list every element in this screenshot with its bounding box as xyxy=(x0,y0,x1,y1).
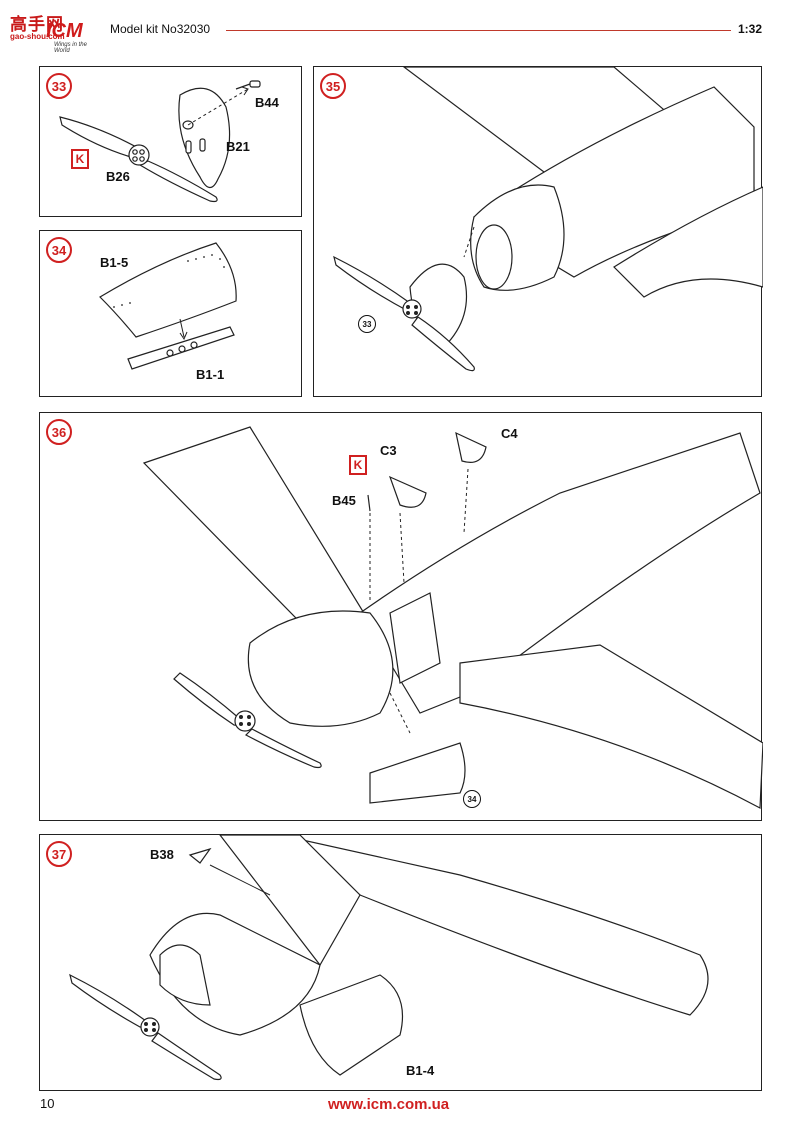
step-36-panel: 36 K C3 C4 B45 34 xyxy=(39,412,763,821)
step-number-badge: 33 xyxy=(46,73,72,99)
step-37-panel: 37 B38 B1-4 xyxy=(39,834,762,1091)
page-number: 10 xyxy=(40,1096,55,1111)
part-label-b1-4: B1-4 xyxy=(406,1063,435,1078)
step-reference-33: 33 xyxy=(358,315,376,333)
part-label-c4: C4 xyxy=(501,426,518,441)
wing-nose-panel-drawing xyxy=(69,835,709,1081)
step-34-panel: 34 B1-5 B1-1 xyxy=(39,230,302,397)
scale-label: 1:32 xyxy=(738,22,763,36)
fuselage-wing-drawing xyxy=(142,426,763,809)
step-number-badge: 36 xyxy=(46,419,72,445)
brand-logo-text: ICM xyxy=(46,20,83,42)
part-label-b1-5: B1-5 xyxy=(100,255,129,270)
k-marker-badge: K xyxy=(71,149,89,169)
step-number-badge: 35 xyxy=(320,73,346,99)
part-label-b1-1: B1-1 xyxy=(196,367,225,382)
step-35-panel: 35 33 xyxy=(313,66,763,397)
part-label-b45: B45 xyxy=(332,493,356,508)
page-header: 高手网 gao-shou.com ICM Wings in the World … xyxy=(0,0,800,60)
part-label-b21: B21 xyxy=(226,139,250,154)
nose-assembly-drawing xyxy=(333,67,763,372)
k-marker-badge: K xyxy=(349,455,367,475)
part-label-b26: B26 xyxy=(106,169,130,184)
footer-url-link[interactable]: www.icm.com.ua xyxy=(328,1096,450,1113)
step-33-panel: 33 B44 B21 B26 K xyxy=(39,66,302,217)
part-label-b38: B38 xyxy=(150,847,174,862)
step-reference-34: 34 xyxy=(463,790,481,808)
header-rule xyxy=(226,30,731,31)
step-number-badge: 34 xyxy=(46,237,72,263)
part-label-c3: C3 xyxy=(380,443,397,458)
propeller-spinner-drawing xyxy=(59,80,261,203)
icm-logo: 高手网 gao-shou.com ICM Wings in the World xyxy=(6,6,102,56)
watermark-url: gao-shou.com xyxy=(10,32,65,41)
part-label-b44: B44 xyxy=(255,95,279,110)
step-number-badge: 37 xyxy=(46,841,72,867)
watermark-text: 高手网 xyxy=(10,15,64,35)
brand-tagline: Wings in the World xyxy=(54,42,87,54)
kit-title: Model kit No32030 xyxy=(110,22,211,36)
cowl-panel-drawing xyxy=(99,242,237,370)
